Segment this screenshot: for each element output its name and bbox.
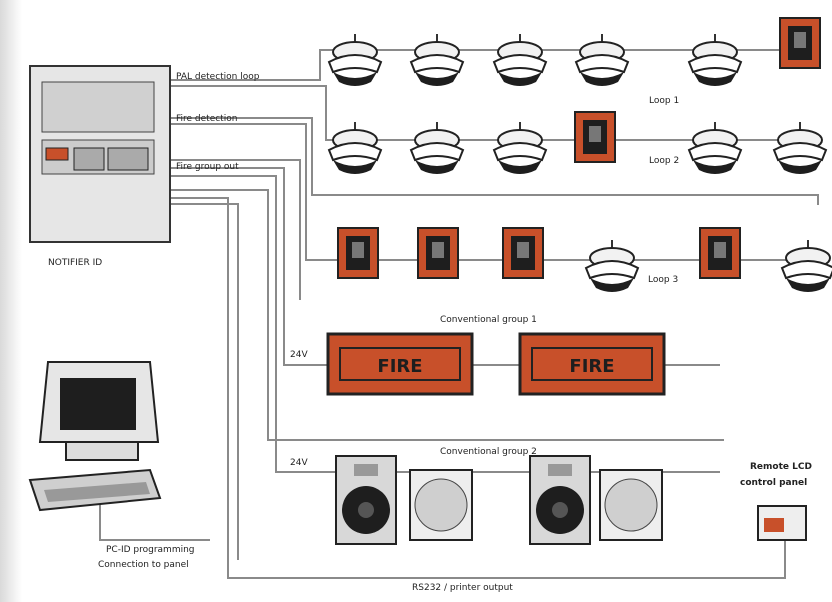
conventional-group-2-label: Conventional group 2 [440, 447, 537, 457]
smoke-detector-loop2-5 [774, 122, 826, 174]
loop3-label: Loop 3 [648, 275, 678, 285]
pc-caption-line-2: Connection to panel [98, 560, 189, 570]
smoke-detector-loop1-5 [689, 34, 741, 86]
bottom-caption: RS232 / printer output [412, 583, 513, 593]
interface-module-loop3-2 [418, 228, 458, 278]
smoke-detector-loop2-4 [689, 122, 741, 174]
alarm-sign-2: FIRE [520, 334, 664, 394]
remote-caption-line-1: Remote LCD [750, 462, 812, 472]
bell-1 [410, 470, 472, 540]
remote-caption-line-2: control panel [740, 478, 807, 488]
loop-connection-label: PAL detection loop [176, 72, 259, 82]
interface-module-loop3-1 [338, 228, 378, 278]
loop1-label: Loop 1 [649, 96, 679, 106]
smoke-detector-loop3-2 [782, 240, 832, 292]
stub-label-1: 24V [290, 350, 308, 360]
remote-control-panel [758, 506, 806, 540]
smoke-detector-loop1-4 [576, 34, 628, 86]
pc-workstation [30, 362, 160, 510]
alarm-sign-1-text: FIRE [377, 356, 422, 377]
smoke-detector-loop3-1 [586, 240, 638, 292]
smoke-detector-loop2-1 [329, 122, 381, 174]
interface-module-loop1 [780, 18, 820, 68]
devices: FIRE FIRE [30, 18, 832, 544]
pc-caption-line-1: PC-ID programming [106, 545, 195, 555]
panel-output-label-1: Fire detection [176, 114, 237, 124]
loop2-label: Loop 2 [649, 156, 679, 166]
conventional-group-1-label: Conventional group 1 [440, 315, 537, 325]
smoke-detector-loop1-3 [494, 34, 546, 86]
stub-label-2: 24V [290, 458, 308, 468]
alarm-sign-2-text: FIRE [569, 356, 614, 377]
smoke-detector-loop1-1 [329, 34, 381, 86]
smoke-detector-loop2-2 [411, 122, 463, 174]
control-panel [30, 66, 170, 242]
interface-module-loop3-3 [503, 228, 543, 278]
panel-label: NOTIFIER ID [48, 258, 102, 268]
speaker-2 [530, 456, 590, 544]
interface-module-loop2 [575, 112, 615, 162]
alarm-sign-1: FIRE [328, 334, 472, 394]
smoke-detector-loop2-3 [494, 122, 546, 174]
interface-module-loop3-4 [700, 228, 740, 278]
panel-output-label-2: Fire group out [176, 162, 239, 172]
speaker-1 [336, 456, 396, 544]
bell-2 [600, 470, 662, 540]
smoke-detector-loop1-2 [411, 34, 463, 86]
